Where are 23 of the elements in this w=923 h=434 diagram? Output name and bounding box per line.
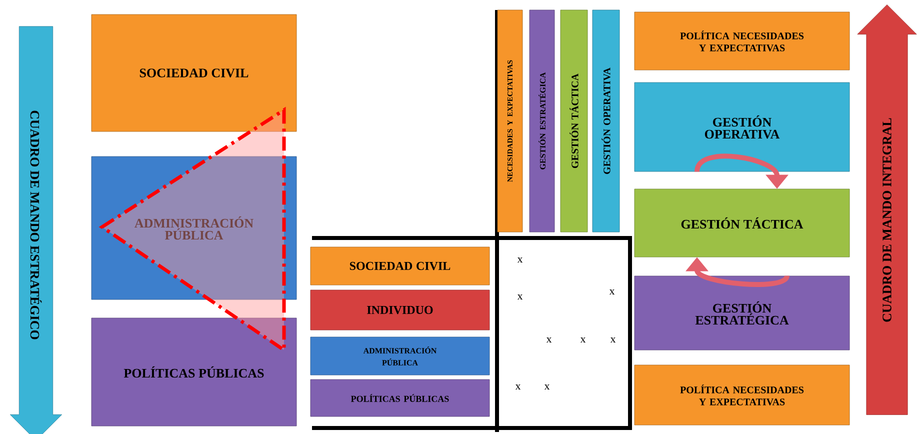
label-box: GESTIÓN ESTRATÉGICA (529, 10, 555, 232)
cross-mark: x (544, 384, 550, 390)
cross-mark: x (609, 289, 615, 295)
label-box: POLÍTICA NECESIDADES Y EXPECTATIVAS (634, 12, 850, 70)
label-box: SOCIEDAD CIVIL (91, 14, 297, 132)
label-box: ADMINISTRACIÓN PÚBLICA (310, 336, 490, 376)
label-box: ADMINISTRACIÓN PÚBLICA (91, 156, 297, 300)
cross-mark: x (546, 337, 552, 343)
label-box: GESTIÓN OPERATIVA (634, 82, 850, 172)
label-box: POLÍTICAS PÚBLICAS (91, 318, 297, 426)
cross-mark: x (580, 337, 586, 343)
cross-mark: x (515, 384, 521, 390)
label-box: POLÍTICAS PÚBLICAS (310, 379, 490, 417)
label-box: POLÍTICA NECESIDADES Y EXPECTATIVAS (634, 364, 850, 426)
label-box: INDIVIDUO (310, 290, 490, 330)
cross-mark: x (517, 257, 523, 263)
label-box: SOCIEDAD CIVIL (310, 246, 490, 286)
cross-mark: x (517, 294, 523, 300)
label-box: GESTIÓN TÁCTICA (560, 10, 588, 232)
label-box: GESTIÓN TÁCTICA (634, 188, 850, 258)
cross-mark: x (610, 337, 616, 343)
label-box: GESTIÓN OPERATIVA (592, 10, 620, 232)
label-box: GESTIÓN ESTRATÉGICA (634, 276, 850, 350)
